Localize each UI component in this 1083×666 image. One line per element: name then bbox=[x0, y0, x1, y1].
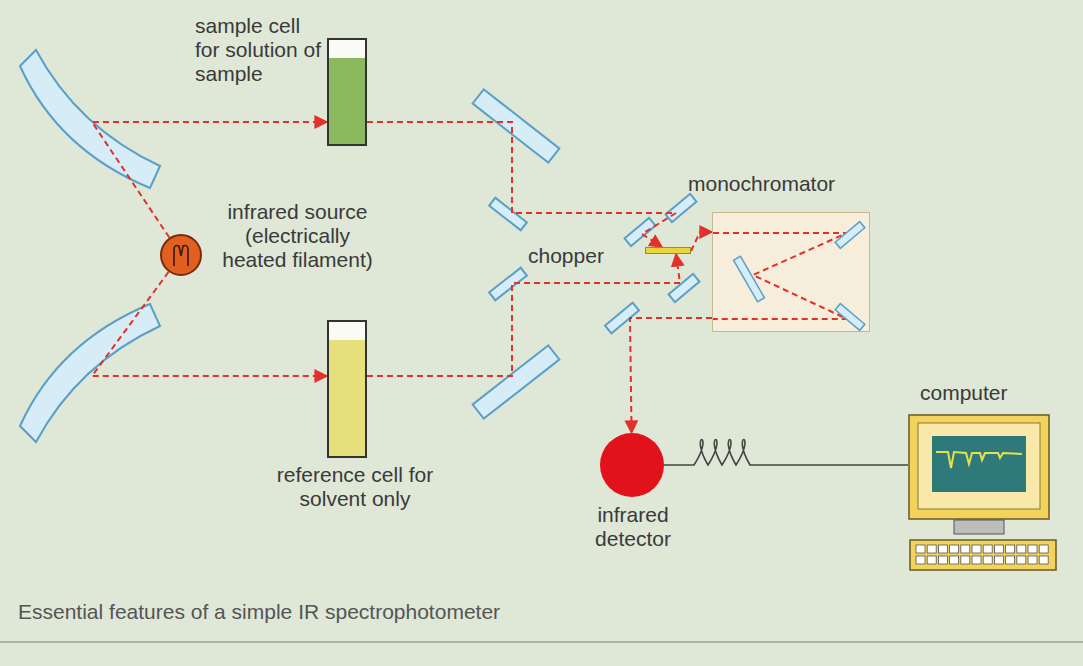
small-mirror bbox=[734, 256, 765, 302]
light-beam bbox=[713, 233, 847, 319]
key bbox=[961, 545, 970, 553]
reference-cell-label: reference cell for solvent only bbox=[255, 463, 455, 511]
sample-cell: sample cell for solution of sample bbox=[195, 10, 370, 150]
flat-mirror bbox=[473, 345, 560, 418]
small-mirror bbox=[489, 268, 527, 301]
computer-shape bbox=[908, 414, 1052, 520]
key bbox=[972, 556, 981, 564]
key bbox=[927, 545, 936, 553]
light-beam bbox=[367, 254, 680, 376]
screen bbox=[932, 436, 1026, 492]
filament-symbol bbox=[162, 236, 200, 274]
key bbox=[972, 545, 981, 553]
reference-cell: reference cell for solvent only bbox=[250, 318, 460, 533]
computer-monitor bbox=[908, 414, 1058, 576]
key bbox=[950, 545, 959, 553]
infrared-detector: infrared detector bbox=[575, 430, 690, 560]
flat-mirror bbox=[473, 89, 560, 162]
chopper: chopper bbox=[528, 238, 696, 278]
infrared-source-label: infrared source (electrically heated fil… bbox=[210, 200, 385, 272]
key bbox=[994, 545, 1003, 553]
figure-caption: Essential features of a simple IR spectr… bbox=[18, 600, 500, 624]
monochromator-label: monochromator bbox=[688, 172, 835, 196]
infrared-detector-label: infrared detector bbox=[577, 503, 689, 551]
key bbox=[1017, 545, 1026, 553]
key bbox=[1028, 545, 1037, 553]
concave-mirror bbox=[20, 304, 160, 442]
computer: computer bbox=[905, 378, 1060, 578]
key bbox=[916, 545, 925, 553]
key bbox=[938, 556, 947, 564]
small-mirror bbox=[835, 222, 865, 249]
sample-cell-label: sample cell for solution of sample bbox=[195, 14, 323, 86]
infrared-source: infrared source (electrically heated fil… bbox=[155, 195, 390, 305]
key bbox=[1006, 556, 1015, 564]
small-mirror bbox=[835, 304, 865, 331]
key bbox=[1017, 556, 1026, 564]
key bbox=[961, 556, 970, 564]
key bbox=[1006, 545, 1015, 553]
key bbox=[983, 556, 992, 564]
small-mirror bbox=[666, 194, 697, 222]
infrared-detector-shape bbox=[600, 433, 664, 497]
chopper-label: chopper bbox=[528, 244, 604, 268]
monochromator-shape bbox=[712, 212, 870, 332]
sample-cell-shape bbox=[327, 38, 367, 146]
light-beam bbox=[630, 318, 712, 433]
key bbox=[1039, 556, 1048, 564]
infrared-source-shape bbox=[160, 234, 202, 276]
light-beam bbox=[691, 232, 712, 251]
monitor-stand bbox=[954, 520, 1004, 534]
key bbox=[938, 545, 947, 553]
caption-rule bbox=[0, 641, 1083, 643]
signal-cable bbox=[664, 440, 908, 466]
light-beam bbox=[367, 122, 676, 247]
small-mirror bbox=[669, 274, 700, 302]
filament bbox=[174, 246, 188, 267]
chopper-shape bbox=[645, 247, 691, 254]
small-mirror bbox=[625, 218, 656, 246]
key bbox=[916, 556, 925, 564]
key bbox=[1028, 556, 1037, 564]
small-mirror bbox=[605, 303, 639, 334]
light-beam bbox=[92, 272, 327, 376]
spectrum-trace bbox=[936, 452, 1022, 468]
key bbox=[950, 556, 959, 564]
monitor-frame bbox=[909, 415, 1049, 519]
key bbox=[1039, 545, 1048, 553]
monochromator-optics bbox=[713, 213, 871, 333]
monitor-bezel bbox=[918, 423, 1040, 509]
concave-mirror bbox=[20, 50, 160, 188]
key bbox=[994, 556, 1003, 564]
monochromator: monochromator bbox=[712, 212, 870, 332]
keyboard bbox=[910, 540, 1056, 570]
reference-cell-shape bbox=[327, 320, 367, 458]
key bbox=[927, 556, 936, 564]
key bbox=[983, 545, 992, 553]
computer-label: computer bbox=[920, 381, 1008, 405]
